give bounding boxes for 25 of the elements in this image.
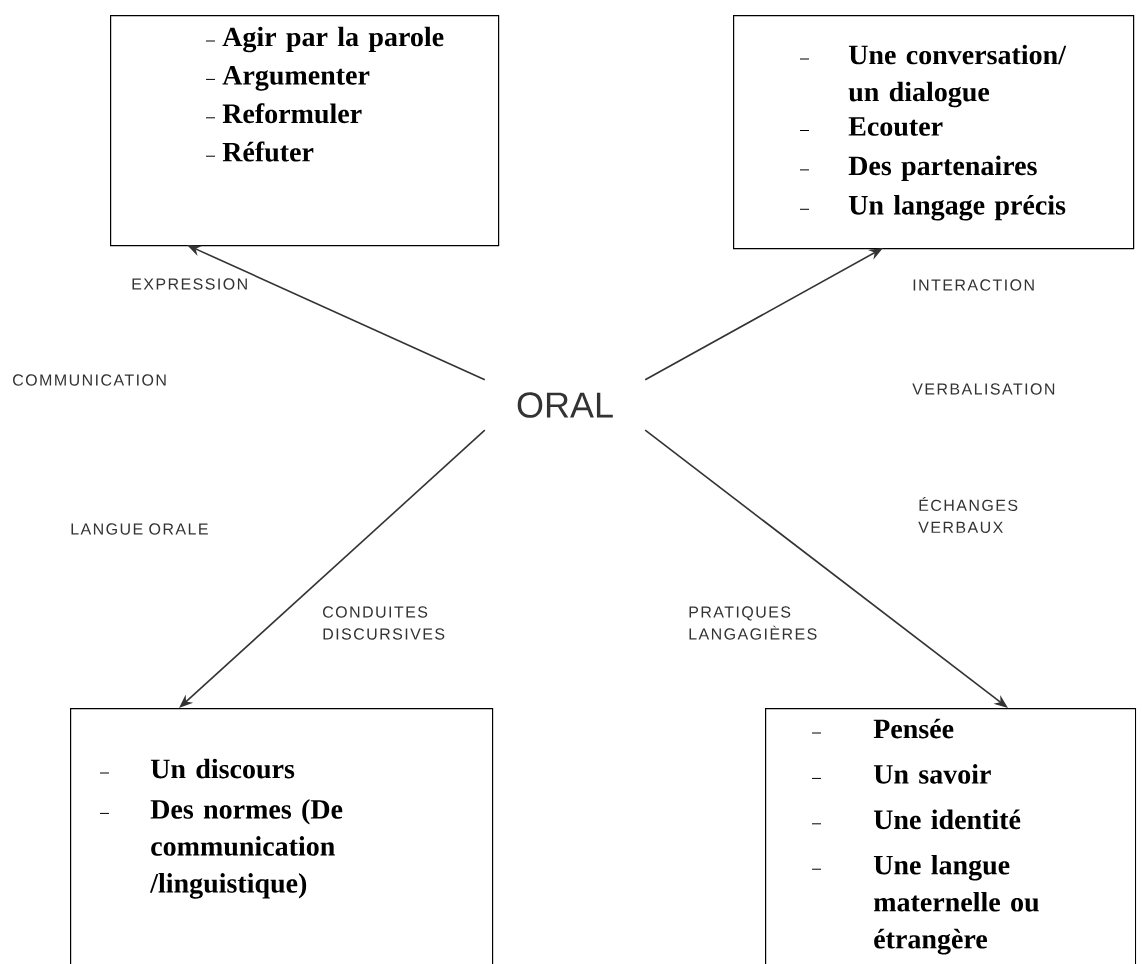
list-item: Réfuter <box>222 141 314 162</box>
list-item: Agir par la parole <box>222 26 444 53</box>
category-label: PRATIQUES LANGAGIÈRES <box>689 606 817 640</box>
category-label: INTERACTION <box>913 279 1034 291</box>
center-word: ORAL <box>517 392 613 418</box>
list-item: Des partenaires <box>848 155 1037 181</box>
list-item: Reformuler <box>222 103 362 124</box>
list-item: Ecouter <box>848 117 943 136</box>
arrow <box>179 429 486 708</box>
list-item: Une identité <box>873 809 1021 830</box>
list-item: Un langage précis <box>848 194 1066 221</box>
list-item: Argumenter <box>222 66 370 91</box>
category-label: VERBALISATION <box>912 383 1055 395</box>
list-item: Pensée <box>873 718 954 739</box>
list-item: Une langue maternelle ou étrangère <box>873 854 1039 955</box>
arrow <box>644 429 1008 708</box>
category-label: LANGUE ORALE <box>71 523 208 535</box>
category-label: CONDUITES DISCURSIVES <box>323 606 445 640</box>
list-item: Un savoir <box>873 764 991 784</box>
category-label: ÉCHANGES VERBAUX <box>918 497 1018 533</box>
list-item: Une conversation/ un dialogue <box>848 44 1067 108</box>
category-label: EXPRESSION <box>132 278 247 290</box>
list-item: Des normes (De communication /linguistique) <box>149 799 343 899</box>
list-item: Un discours <box>150 758 295 779</box>
category-label: COMMUNICATION <box>13 374 166 386</box>
